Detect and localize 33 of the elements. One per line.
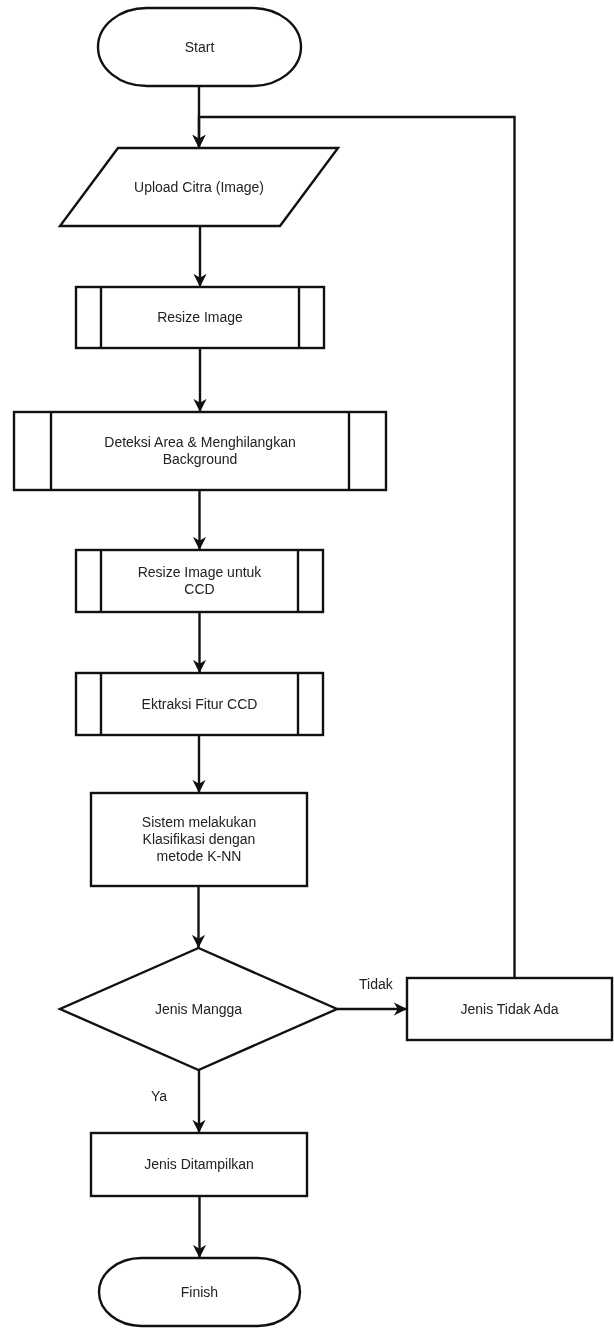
node-label: Ektraksi Fitur CCD: [141, 695, 258, 713]
node-label: Resize Image untuk CCD: [136, 564, 263, 598]
node-label: Sistem melakukan Klasifikasi dengan metode K-NN: [140, 814, 258, 865]
node-label: Jenis Tidak Ada: [460, 1000, 559, 1018]
node-label: Jenis Mangga: [154, 1000, 243, 1018]
node-label: Jenis Ditampilkan: [144, 1156, 254, 1173]
node-label: Finish: [180, 1283, 219, 1301]
arrow: [192, 1070, 206, 1133]
arrow: [337, 1002, 407, 1016]
predefined-process-box: [14, 412, 386, 490]
decision-diamond: [60, 948, 337, 1070]
process-box: [91, 793, 307, 886]
edge-label: Ya: [151, 1088, 168, 1104]
node-label: Deteksi Area & Menghilangkan Background: [103, 434, 297, 468]
node-label: Upload Citra (Image): [134, 178, 264, 196]
arrow: [192, 1196, 207, 1258]
arrow: [192, 735, 206, 793]
arrow: [191, 886, 206, 948]
node-label: Start: [184, 38, 215, 56]
edge-label: Tidak: [359, 976, 393, 992]
node-label: Resize Image: [157, 309, 243, 326]
process-box: [407, 978, 612, 1040]
arrow: [193, 348, 207, 412]
predefined-process-box: [76, 287, 324, 348]
arrow: [192, 490, 207, 550]
arrow: [193, 226, 207, 287]
arrow: [192, 612, 207, 673]
terminator-shape: [99, 1258, 300, 1326]
input-parallelogram: [60, 148, 338, 226]
arrow: [192, 115, 516, 978]
predefined-process-box: [76, 550, 323, 612]
predefined-process-box: [76, 673, 323, 735]
process-box: [91, 1133, 307, 1196]
